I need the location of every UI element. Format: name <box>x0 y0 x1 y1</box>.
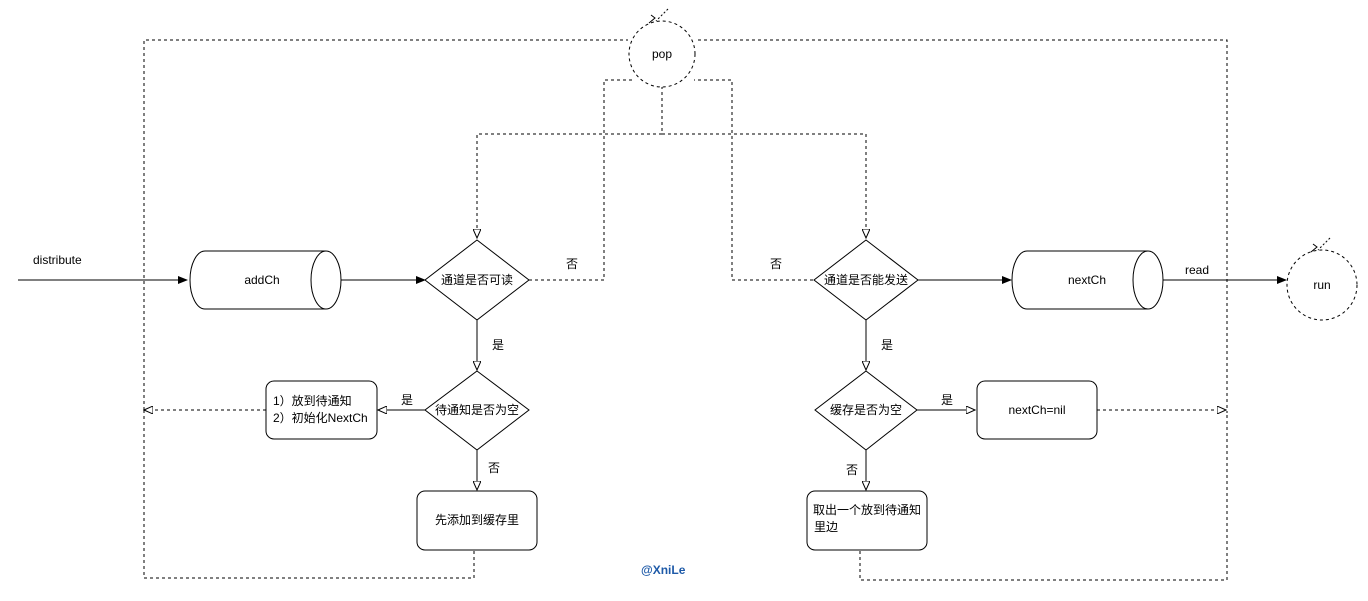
edge-label-pending-yes: 是 <box>401 393 413 407</box>
edge-label-readable-yes: 是 <box>492 338 504 352</box>
process-pending-action-line1: 1）放到待通知 <box>273 393 352 408</box>
addch-label: addCh <box>244 273 279 287</box>
decision-channel-sendable-label: 通道是否能发送 <box>824 272 908 287</box>
pop-node: pop <box>628 8 696 88</box>
edge-sendable-no <box>694 79 813 281</box>
watermark: @XniLe <box>641 563 686 577</box>
process-take-out: 取出一个放到待通知 里边 <box>806 490 928 551</box>
decision-pending-empty-label: 待通知是否为空 <box>435 403 519 417</box>
decision-cache-empty-label: 缓存是否为空 <box>830 403 902 417</box>
nextch-label: nextCh <box>1068 273 1106 287</box>
edge-pop-to-sendable <box>662 133 866 238</box>
edge-label-sendable-yes: 是 <box>881 338 893 352</box>
edge-label-distribute: distribute <box>33 253 82 267</box>
decision-pending-empty: 待通知是否为空 <box>424 370 530 451</box>
edge-outer-left-top <box>143 39 628 410</box>
edge-label-read: read <box>1185 263 1209 277</box>
edge-label-sendable-no: 否 <box>770 257 782 271</box>
addch-node: addCh <box>189 250 342 310</box>
edge-cache-bottom-left <box>143 410 475 579</box>
edge-label-pending-no: 否 <box>488 461 500 475</box>
decision-channel-readable: 通道是否可读 <box>424 239 530 321</box>
decision-channel-sendable: 通道是否能发送 <box>813 239 919 321</box>
process-pending-action-line2: 2）初始化NextCh <box>273 411 368 425</box>
edge-takeout-bottom-right <box>859 413 1228 581</box>
pop-label: pop <box>652 47 672 61</box>
edge-label-cache-yes: 是 <box>941 393 953 407</box>
edge-label-cache-no: 否 <box>846 463 858 477</box>
process-take-out-line1: 取出一个放到待通知 <box>813 502 921 517</box>
process-add-to-cache: 先添加到缓存里 <box>416 490 538 551</box>
edge-outer-right-top <box>698 39 1228 413</box>
edge-readable-no <box>529 79 632 281</box>
process-take-out-line2: 里边 <box>814 520 838 534</box>
process-pending-action: 1）放到待通知 2）初始化NextCh <box>265 380 378 440</box>
decision-cache-empty: 缓存是否为空 <box>814 370 918 451</box>
process-next-nil-label: nextCh=nil <box>1008 403 1065 417</box>
nextch-node: nextCh <box>1011 250 1164 310</box>
run-label: run <box>1313 278 1330 292</box>
process-next-nil: nextCh=nil <box>976 380 1098 440</box>
run-node: run <box>1286 237 1358 321</box>
process-add-to-cache-label: 先添加到缓存里 <box>435 513 519 527</box>
decision-channel-readable-label: 通道是否可读 <box>441 273 513 287</box>
edge-pop-to-readable <box>477 86 663 238</box>
edge-label-readable-no: 否 <box>566 257 578 271</box>
